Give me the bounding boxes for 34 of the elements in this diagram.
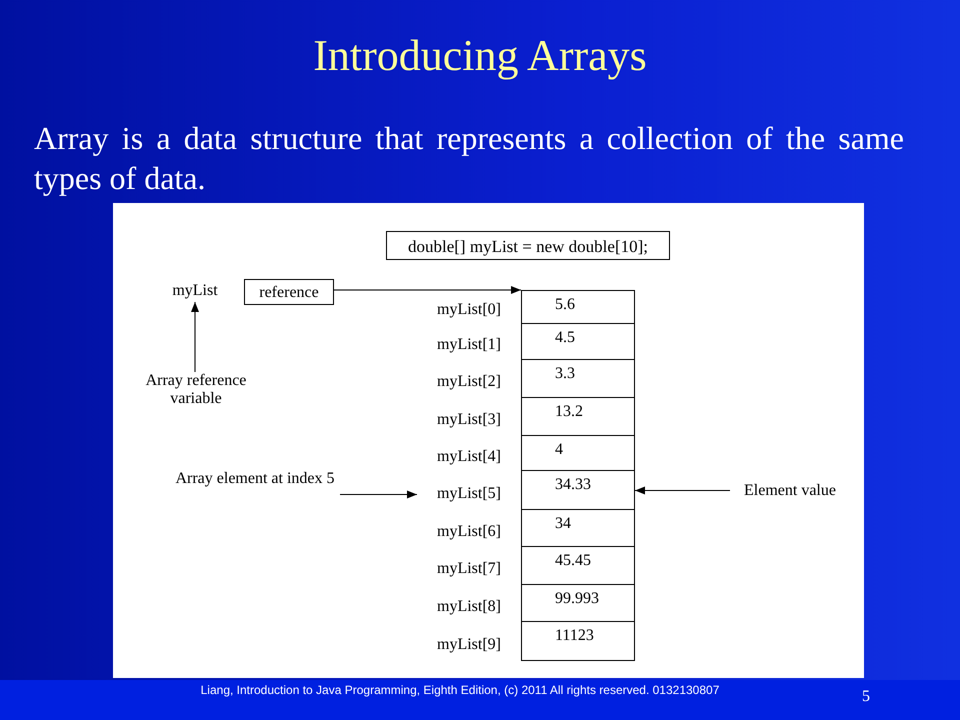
array-cell: 5.6	[521, 290, 635, 324]
array-cell: 4	[521, 436, 635, 471]
index-label: myList[6]	[410, 522, 505, 542]
arrow	[634, 486, 730, 494]
index-label: myList[4]	[410, 448, 505, 468]
footer-text: Liang, Introduction to Java Programming, Eighth Edition, (c) 2011 All rights reserved. 0132130807	[200, 682, 720, 698]
annotation-text: Element value	[730, 482, 850, 502]
array-cell: 34.33	[521, 471, 635, 510]
index-label: myList[1]	[410, 336, 505, 356]
array-cell: 4.5	[521, 324, 635, 360]
page-number: 5	[862, 688, 870, 706]
annotation-text: Array reference variable	[126, 372, 266, 412]
array-cell: 13.2	[521, 398, 635, 436]
index-label: myList[8]	[410, 598, 505, 618]
index-label: myList[3]	[410, 411, 505, 431]
index-label: myList[9]	[410, 636, 505, 656]
array-cell: 34	[521, 510, 635, 547]
index-label: myList[0]	[410, 301, 505, 321]
reference-box: reference	[244, 279, 334, 305]
arrow	[340, 490, 418, 498]
slide-title: Introducing Arrays	[312, 30, 648, 81]
array-cell: 3.3	[521, 360, 635, 398]
array-cell: 45.45	[521, 547, 635, 585]
arrow	[191, 302, 199, 372]
index-label: myList[7]	[410, 560, 505, 580]
index-label: myList[2]	[410, 373, 505, 393]
body-text: Array is a data structure that represents a collection of the same types of data.	[34, 119, 904, 198]
array-cell: 99.993	[521, 585, 635, 622]
code-box: double[] myList = new double[10];	[386, 231, 670, 260]
annotation-text: Array element at index 5	[170, 470, 340, 510]
array-cell: 11123	[521, 622, 635, 661]
index-label: myList[5]	[410, 484, 505, 504]
arrow	[334, 286, 522, 294]
variable-name: myList	[160, 282, 230, 302]
